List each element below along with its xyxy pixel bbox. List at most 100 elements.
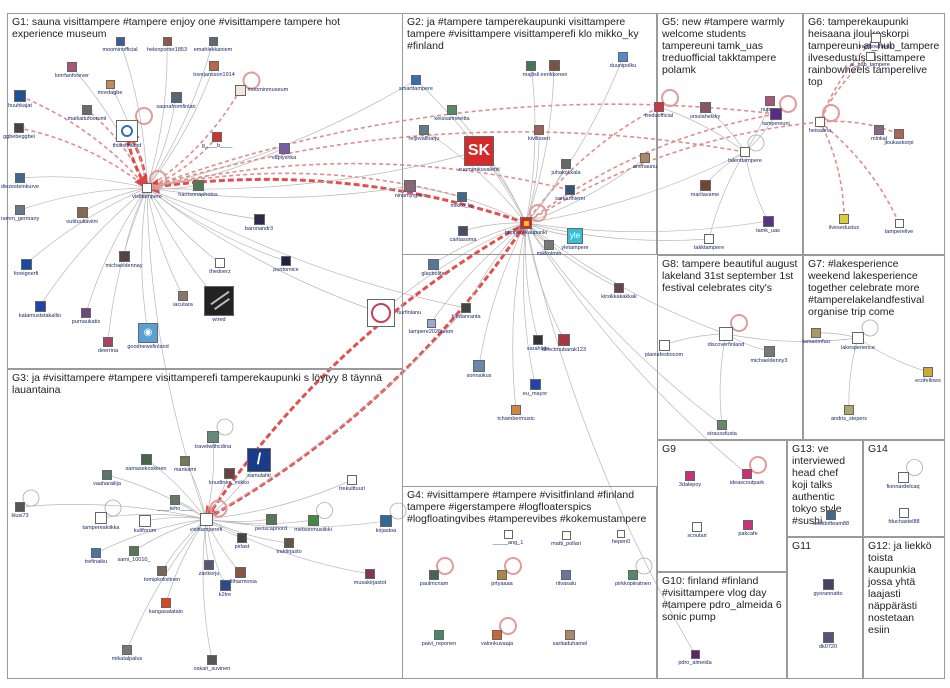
node-glacbolita[interactable]: glacbolita (421, 258, 445, 277)
node-musakirjastot[interactable]: musakirjastot (354, 569, 386, 586)
node-samulahti[interactable]: /samulahti (247, 448, 271, 479)
node-heisaana[interactable]: heisaana (809, 117, 831, 134)
node-pirlast[interactable]: pirlast (235, 533, 249, 550)
node-iacutara[interactable]: iacutara (173, 291, 193, 308)
node-ideascoutpark[interactable]: ideascoutpark (730, 469, 764, 486)
node-trefitharmonia[interactable]: trefitharmonia (223, 566, 257, 585)
node-eerikkonen[interactable]: eerikkonen (541, 59, 567, 78)
node-nuppus[interactable]: nuppus (761, 96, 779, 113)
node-tampereakiikka[interactable]: tampereakiikka (83, 512, 120, 531)
node-valonkuvaaja[interactable]: valonkuvaaja (481, 630, 513, 647)
node-andris-stepers[interactable]: andris_stepers (831, 405, 867, 422)
node-michaeldenny3[interactable]: michaeldenny3 (751, 345, 788, 364)
node-ourfinlanu[interactable]: ourfinlanu (367, 299, 421, 327)
node-sorinaikus[interactable]: sorinaikus (467, 360, 491, 379)
node-tchambermusic[interactable]: tchambermusic (497, 405, 535, 422)
node-3dalepoy[interactable]: 3dalepoy (679, 471, 701, 488)
node-katamuststakallio[interactable]: katamuststakallio (19, 300, 61, 319)
node-samasekoskinen[interactable]: samasekoskinen (126, 453, 166, 472)
node-worldofteam88[interactable]: worldofteam88 (813, 510, 849, 527)
node-ramm-germany[interactable]: ramm_germany (1, 205, 39, 222)
node-kivilisseri[interactable]: kivilisseri (528, 125, 550, 142)
node-moominofficial[interactable]: moominofficial (102, 36, 138, 53)
node-keissarineeitta[interactable]: keissarineeitta (434, 105, 470, 122)
node-harrisonaphotos[interactable]: harrisonaphotos (178, 179, 218, 198)
node-tamperelive[interactable]: tamperelive (885, 218, 913, 235)
node-takktampere[interactable]: takktampere (694, 234, 724, 251)
node-ammaunu[interactable]: ammaunu (633, 153, 657, 170)
node-directmubarak123[interactable]: directmubarak123 (542, 334, 586, 353)
node-moominmuseum[interactable]: moominmuseum (234, 84, 288, 96)
node-mlnkal[interactable]: mlnkal (871, 125, 887, 142)
node-jloukaskorpi[interactable]: jloukaskorpi (884, 129, 914, 146)
node-periscapnord[interactable]: periscapnord (255, 513, 287, 532)
node-tamk-uas[interactable]: tamk_uas (756, 215, 780, 234)
node-saritaduhamel[interactable]: saritaduhamel (553, 630, 587, 647)
node-mredagbe[interactable]: mredagbe (98, 79, 122, 96)
node-lakesperience[interactable]: lakesperience (841, 332, 875, 351)
node-traktirjasto[interactable]: traktirjasto (276, 538, 302, 555)
node-vaplyshka[interactable]: vaplyshka (272, 142, 296, 161)
node-paulmcnam[interactable]: paulmcnam (420, 570, 448, 587)
node-pirkkopiiratnen[interactable]: pirkkopiiratnen (615, 570, 651, 587)
node-paivi-reponen[interactable]: paivi_reponen (422, 630, 456, 647)
node-ninamyrgren[interactable]: ninamyrgren (395, 180, 425, 199)
node-tamperekaupunki[interactable]: tamperekaupunki (505, 217, 547, 236)
node-kirsikkakakkak[interactable]: kirsikkakakkak (601, 283, 637, 300)
node-puntomice[interactable]: puntomice (273, 256, 299, 273)
node-klusi73[interactable]: klusi73 (11, 502, 29, 519)
node-helenporter1853[interactable]: helenporter1853 (147, 36, 187, 53)
node-fduchastel88[interactable]: fduchastel88 (888, 508, 920, 525)
node-thedoerz[interactable]: thedoerz (209, 258, 231, 275)
node-toveajansson1914[interactable]: tovejansson1914 (193, 61, 235, 78)
node-wired[interactable]: wired (204, 286, 234, 323)
node-emahlekkaniem[interactable]: emahlekkaniem (194, 36, 232, 53)
node-dk0720[interactable]: dk0720 (819, 631, 837, 650)
node-reijovallharju[interactable]: reijovallharju (409, 125, 439, 142)
node-saunafromfinlan[interactable]: saunafromfinlan (156, 91, 196, 110)
node-oskari-suvinen[interactable]: oskari_suvinen (194, 655, 230, 672)
node-trefinaiku[interactable]: trefinaiku (85, 548, 107, 565)
node-goodnewsfinland[interactable]: ◉goodnewsfinland (127, 323, 169, 350)
node-mankami[interactable]: mankami (174, 456, 196, 473)
node-michaeldennay[interactable]: michaeldennay (106, 250, 143, 269)
node-kirjastoa[interactable]: kirjastoa (376, 515, 396, 534)
node-baronandr3[interactable]: baronandr3 (245, 213, 273, 232)
node-gyorannatto[interactable]: gyorannatto (813, 578, 843, 597)
node-hepen0[interactable]: hepen0 (612, 530, 630, 545)
node-g4-a[interactable]: _____ang_1 (493, 529, 523, 546)
node-caritasoma[interactable]: caritasoma (450, 226, 476, 243)
node-huuhkajat[interactable]: huuhkajat (8, 90, 32, 109)
node-talenttampere[interactable]: talenttampere (728, 147, 762, 164)
node-maikaitufooruml[interactable]: maikaitufooruml (68, 105, 106, 122)
node-treduofficial[interactable]: treduofficial (645, 102, 673, 119)
node-ritvasalu[interactable]: ritvasalu (556, 570, 576, 587)
node-ecofellows[interactable]: ecofellows (915, 367, 941, 384)
node-ursulahelsky[interactable]: ursulahelsky (690, 101, 720, 120)
node-straussfusta[interactable]: straussfusta (707, 420, 737, 437)
node-kultforum[interactable]: kultforum (134, 515, 156, 534)
node-tamarimfuu[interactable]: tamarimfuu (802, 328, 830, 345)
node-majlisli[interactable]: majlisli (523, 61, 539, 78)
node-kmrfanforever[interactable]: kmrfanforever (55, 62, 89, 79)
node-juhakokkala[interactable]: juhakokkala (551, 159, 581, 176)
node-outituuliaviini[interactable]: outituuliaviini (66, 206, 98, 225)
node-fionnardelcaq[interactable]: fionnardelcaq (886, 471, 920, 490)
node-kangasalatalo[interactable]: kangasalatalo (149, 598, 183, 615)
node-tampere2026team[interactable]: tampere2026team (409, 318, 453, 335)
node-mikkolmm[interactable]: mikkolmm (537, 240, 561, 257)
node-discoverfinland[interactable]: discoverfinland (708, 327, 744, 348)
node-trekulttuuri[interactable]: trekulttuuri (339, 475, 365, 492)
node-visittampere[interactable]: visittampere (132, 183, 162, 200)
node-sami-10010[interactable]: sami_10010_ (117, 546, 151, 563)
node-prtyaaaa[interactable]: prtyaaaa (491, 570, 513, 587)
node-rainbowheels[interactable]: rainbowheels (860, 33, 892, 50)
node-diezesteinkurve[interactable]: diezesteinkurve (1, 173, 39, 190)
node-purnaukatis[interactable]: purnaukatis (72, 308, 100, 325)
node-tampereuni[interactable]: tampereuni (762, 108, 790, 127)
node-smarttampere[interactable]: smarttampere (399, 75, 433, 92)
node-thisisfinland[interactable]: thisisfinland (113, 120, 141, 149)
node-pdro-almeida[interactable]: pdro_almeida (678, 649, 712, 666)
